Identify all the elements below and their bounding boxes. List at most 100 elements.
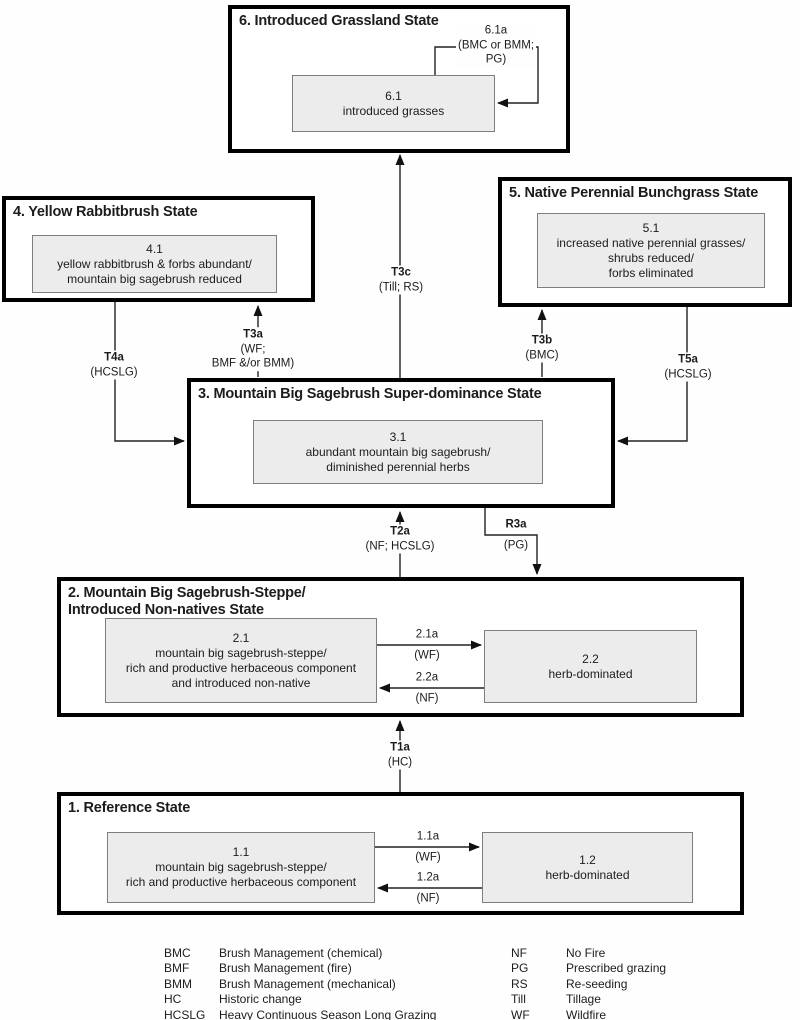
transition-qualifier: (PG) [503, 539, 529, 552]
transition-qualifier: (BMC or BMM; [457, 38, 535, 51]
transition-name: 1.1a [416, 830, 440, 843]
transition-qualifier: (NF; HCSLG) [365, 540, 435, 552]
transition-qualifier: (NF) [416, 892, 440, 905]
legend-abbr: BMF [164, 961, 190, 976]
transition-qualifier: (HC) [387, 756, 413, 768]
legend-def: Tillage [566, 992, 601, 1007]
community-id: 5.1 [642, 220, 660, 235]
state-title-1: 1. Reference State [68, 800, 191, 816]
community-text-line: yellow rabbitbrush & forbs abundant/ [57, 256, 252, 271]
arrow-t4a [114, 302, 185, 446]
transition-qualifier: (HCSLG) [664, 368, 712, 380]
state-title-2: 2. Mountain Big Sagebrush-Steppe/ Introd… [61, 581, 740, 619]
transition-qualifier: (WF) [415, 851, 441, 864]
legend-def: Brush Management (chemical) [219, 946, 383, 960]
transition-label-1-2a: 1.2a (NF) [417, 872, 440, 905]
community-box-5-1: 5.1 increased native perennial grasses/ … [537, 213, 765, 288]
transition-qualifier: (WF) [414, 649, 440, 662]
community-id: 2.1 [232, 630, 250, 645]
community-id: 2.2 [582, 651, 599, 666]
transition-label-t3a: T3a (WF; BMF &/or BMM) [209, 327, 297, 371]
transition-label-2-2a: 2.2a (NF) [416, 672, 439, 705]
legend-def: No Fire [566, 946, 606, 960]
transition-label-t4a: T4a (HCSLG) [88, 350, 140, 380]
legend-abbr: Till [511, 992, 526, 1007]
transition-name: T3b [531, 334, 553, 347]
transition-label-1-1a: 1.1a (WF) [415, 831, 441, 864]
transition-label-2-1a: 2.1a (WF) [414, 629, 440, 662]
transition-qualifier: (HCSLG) [90, 366, 138, 378]
community-box-2-2: 2.2 herb-dominated [484, 630, 697, 703]
community-text-line: diminished perennial herbs [326, 459, 470, 474]
transition-qualifier: (Till; RS) [378, 281, 424, 293]
legend-abbr: WF [511, 1007, 530, 1020]
transition-label-t5a: T5a (HCSLG) [662, 352, 714, 382]
legend-abbr: BMM [164, 976, 192, 991]
transition-label-t3b: T3b (BMC) [523, 333, 561, 363]
state-title-4: 4. Yellow Rabbitbrush State [13, 204, 198, 220]
community-text-line: rich and productive herbaceous component [125, 660, 357, 675]
arrow-t5a [617, 307, 688, 446]
legend-abbr: RS [511, 976, 528, 991]
transition-name: T3c [391, 266, 411, 279]
legend-def: Prescribed grazing [566, 961, 667, 976]
transition-name: T1a [390, 741, 410, 754]
community-box-2-1: 2.1 mountain big sagebrush-steppe/ rich … [105, 618, 377, 703]
community-text-line: mountain big sagebrush-steppe/ [155, 645, 327, 660]
transition-label-t2a: T2a (NF; HCSLG) [363, 524, 437, 554]
transition-label-t3c: T3c (Till; RS) [376, 265, 426, 295]
transition-name: 2.2a [415, 671, 439, 684]
community-box-1-1: 1.1 mountain big sagebrush-steppe/ rich … [107, 832, 375, 903]
legend-def: Brush Management (fire) [219, 961, 352, 976]
community-text-line: increased native perennial grasses/ [556, 235, 746, 250]
arrow-6-1a-loop [434, 46, 539, 108]
transition-qualifier: PG) [485, 53, 507, 66]
legend-def: Brush Management (mechanical) [219, 976, 396, 991]
transition-label-t1a: T1a (HC) [385, 740, 415, 770]
transition-name: T3a [243, 328, 263, 341]
transition-label-6-1a: 6.1a (BMC or BMM; PG) [455, 23, 537, 67]
state-title-2-line2: Introduced Non-natives State [68, 602, 264, 618]
state-title-5: 5. Native Perennial Bunchgrass State [509, 185, 759, 201]
community-text-line: rich and productive herbaceous component [125, 875, 357, 889]
community-id: 1.1 [232, 845, 250, 859]
legend-abbr: BMC [164, 946, 191, 960]
transition-qualifier: (BMC) [525, 349, 559, 361]
community-box-4-1: 4.1 yellow rabbitbrush & forbs abundant/… [32, 235, 277, 293]
transition-name: R3a [505, 518, 527, 531]
state-title-6: 6. Introduced Grassland State [239, 13, 439, 29]
transition-qualifier: BMF &/or BMM) [211, 357, 295, 370]
transition-qualifier: (WF; [240, 342, 266, 355]
legend-abbr: HC [164, 992, 182, 1007]
legend-column-left: BMC Brush Management (chemical) BMF Brus… [164, 946, 436, 1020]
community-id: 6.1 [385, 88, 402, 103]
legend-def: Wildfire [566, 1007, 607, 1020]
transition-name: T5a [678, 353, 698, 366]
legend-def: Re-seeding [566, 976, 628, 991]
transition-qualifier: (NF) [415, 692, 439, 705]
community-id: 1.2 [579, 852, 596, 867]
community-text-line: mountain big sagebrush reduced [67, 271, 242, 286]
state-title-3: 3. Mountain Big Sagebrush Super-dominanc… [198, 386, 542, 402]
community-box-3-1: 3.1 abundant mountain big sagebrush/ dim… [253, 420, 543, 484]
community-text-line: introduced grasses [342, 103, 445, 118]
community-text-line: abundant mountain big sagebrush/ [305, 444, 491, 459]
legend-abbr: NF [511, 946, 527, 960]
community-text-line: forbs eliminated [608, 265, 694, 280]
community-text-line: shrubs reduced/ [607, 250, 695, 265]
state-title-2-line1: 2. Mountain Big Sagebrush-Steppe/ [68, 585, 306, 601]
transition-name: T4a [104, 351, 124, 364]
community-id: 4.1 [146, 241, 163, 256]
community-box-1-2: 1.2 herb-dominated [482, 832, 693, 903]
transition-name: T2a [390, 525, 410, 538]
community-text-line: mountain big sagebrush-steppe/ [155, 860, 327, 874]
transition-name: 1.2a [416, 871, 440, 884]
community-box-6-1: 6.1 introduced grasses [292, 75, 495, 132]
legend-def: Heavy Continuous Season Long Grazing [219, 1007, 437, 1020]
legend-def: Historic change [219, 992, 302, 1007]
arrow-r3a [484, 508, 542, 575]
transition-label-r3a: R3a (PG) [504, 519, 528, 552]
legend-abbr: PG [511, 961, 529, 976]
legend-abbr: HCSLG [164, 1007, 206, 1020]
